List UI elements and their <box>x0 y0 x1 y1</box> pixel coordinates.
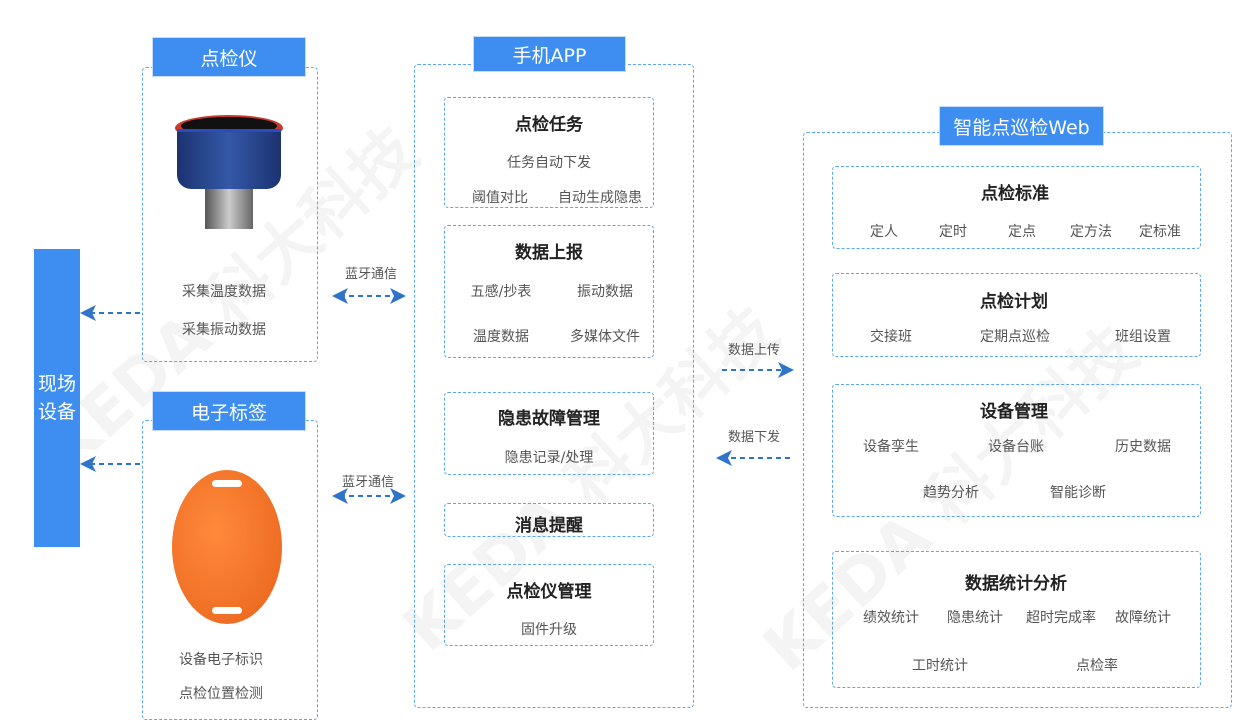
section-title: 点检计划 <box>980 292 1048 312</box>
section-item: 设备台账 <box>988 439 1044 455</box>
section-item: 定点 <box>1008 224 1036 240</box>
section-item: 定人 <box>870 224 898 240</box>
app-section-tasks <box>444 97 654 208</box>
inspector-item: 采集温度数据 <box>182 284 266 300</box>
tag-item: 设备电子标识 <box>179 652 263 668</box>
field-device-bar: 现场设备 <box>34 249 80 547</box>
tag-item: 点检位置检测 <box>179 686 263 702</box>
section-item: 五感/抄表 <box>470 284 532 300</box>
bluetooth-label: 蓝牙通信 <box>344 267 398 282</box>
section-item: 班组设置 <box>1115 329 1171 345</box>
section-item: 温度数据 <box>473 329 529 345</box>
tag-title: 电子标签 <box>153 392 305 430</box>
section-item: 固件升级 <box>521 622 577 638</box>
app-title: 手机APP <box>474 37 625 71</box>
app-section-hazard <box>444 392 654 475</box>
app-section-message <box>444 503 654 537</box>
download-label: 数据下发 <box>727 430 781 445</box>
web-section-equipment <box>832 384 1201 517</box>
web-section-plan <box>832 273 1201 357</box>
web-section-statistics <box>832 551 1201 688</box>
section-item: 隐患记录/处理 <box>504 450 594 466</box>
section-title: 设备管理 <box>980 402 1048 422</box>
section-item: 点检率 <box>1076 658 1118 674</box>
upload-label: 数据上传 <box>727 343 781 358</box>
app-section-device-mgmt <box>444 564 654 646</box>
section-item: 绩效统计 <box>863 610 919 626</box>
section-item: 定方法 <box>1070 224 1112 240</box>
inspector-device-image <box>175 115 283 233</box>
field-device-label: 现场设备 <box>38 373 77 423</box>
section-item: 隐患统计 <box>947 610 1003 626</box>
section-title: 消息提醒 <box>515 516 583 536</box>
section-title: 数据统计分析 <box>965 574 1067 594</box>
section-item: 故障统计 <box>1115 610 1171 626</box>
section-item: 工时统计 <box>912 658 968 674</box>
section-item: 设备孪生 <box>863 439 919 455</box>
bluetooth-label: 蓝牙通信 <box>341 475 395 490</box>
inspector-title: 点检仪 <box>153 38 305 76</box>
section-item: 历史数据 <box>1115 439 1171 455</box>
section-title: 点检任务 <box>515 115 583 135</box>
section-item: 任务自动下发 <box>507 155 591 171</box>
inspector-item: 采集振动数据 <box>182 322 266 338</box>
section-item: 超时完成率 <box>1026 610 1096 626</box>
section-item: 多媒体文件 <box>570 329 640 345</box>
web-section-standard <box>832 166 1201 249</box>
section-item: 智能诊断 <box>1050 485 1106 501</box>
section-item: 自动生成隐患 <box>558 190 642 206</box>
section-item: 阈值对比 <box>472 190 528 206</box>
section-item: 定时 <box>939 224 967 240</box>
web-title: 智能点巡检Web <box>940 107 1103 145</box>
section-title: 数据上报 <box>515 243 583 263</box>
section-item: 振动数据 <box>577 284 633 300</box>
section-item: 定标准 <box>1139 224 1181 240</box>
section-title: 点检仪管理 <box>506 582 592 602</box>
electronic-tag-image <box>172 470 282 624</box>
section-item: 趋势分析 <box>923 485 979 501</box>
section-title: 隐患故障管理 <box>498 409 600 429</box>
app-section-report <box>444 225 654 358</box>
section-item: 定期点巡检 <box>980 329 1050 345</box>
section-title: 点检标准 <box>981 184 1049 204</box>
section-item: 交接班 <box>870 329 912 345</box>
